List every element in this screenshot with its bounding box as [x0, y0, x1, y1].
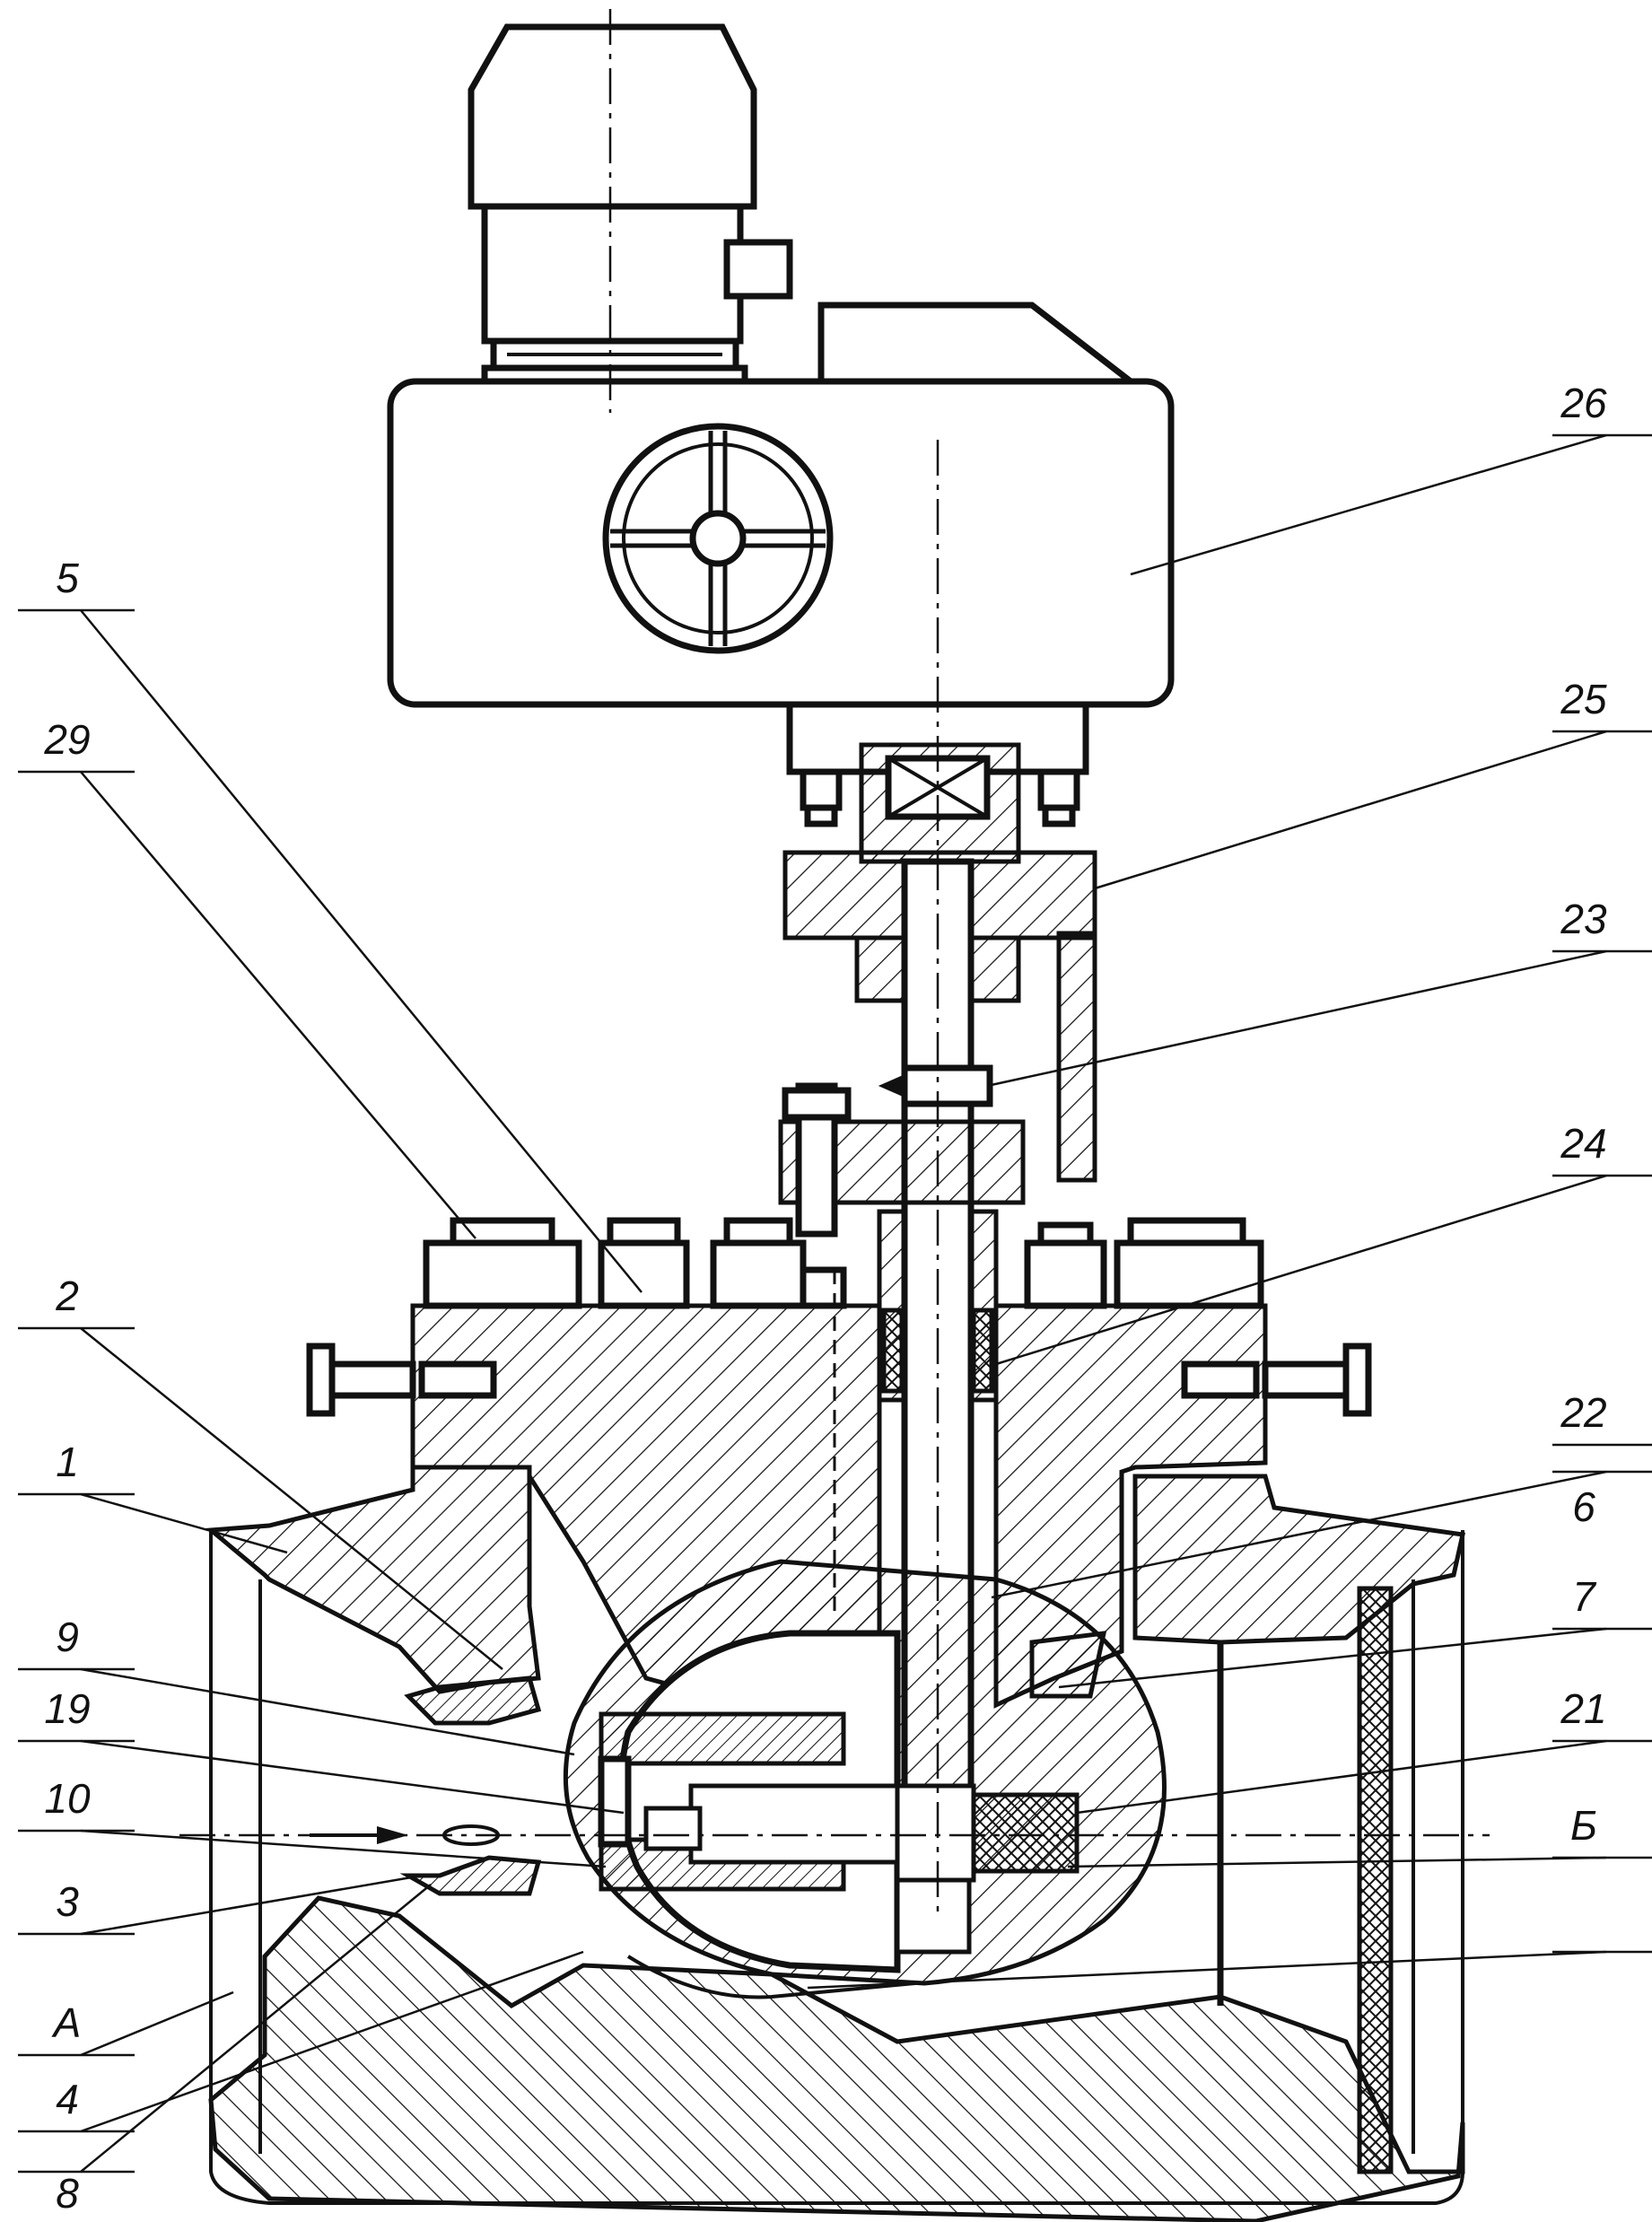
callout-5: 5: [56, 555, 79, 601]
callout-B: Б: [1570, 1802, 1597, 1849]
center-lines: [179, 9, 1490, 1920]
callout-3: 3: [56, 1878, 79, 1925]
handwheel: [602, 423, 834, 654]
callout-23: 23: [1560, 896, 1607, 942]
callout-A: А: [51, 1999, 82, 2046]
callout-26: 26: [1560, 380, 1607, 426]
callout-29: 29: [43, 716, 90, 763]
callout-24: 24: [1560, 1120, 1606, 1167]
callout-19: 19: [44, 1685, 90, 1732]
callout-4: 4: [56, 2076, 79, 2122]
side-screw-right: [1181, 1343, 1372, 1417]
leader-lines: [18, 433, 1652, 2174]
plug-assembly: [563, 1559, 1167, 1999]
callout-9: 9: [56, 1614, 79, 1660]
callout-1: 1: [56, 1439, 79, 1485]
studs-29: [423, 1217, 1264, 1309]
callout-25: 25: [1560, 676, 1607, 722]
callout-22: 22: [1560, 1389, 1606, 1436]
callout-labels: 26 25 23 24 22 6 7 21 Б 5 29 2 1 9 19 10…: [43, 380, 1607, 2217]
flow-arrow: [310, 1824, 500, 1846]
callout-2: 2: [55, 1273, 79, 1319]
valve-body-1: [205, 1465, 1466, 2222]
callout-10: 10: [44, 1775, 91, 1822]
callout-8: 8: [56, 2170, 79, 2217]
side-screw-left: [306, 1343, 497, 1417]
electric-actuator-26: [387, 302, 1175, 775]
callout-7: 7: [1572, 1573, 1596, 1620]
electric-motor: [468, 23, 793, 389]
callout-21: 21: [1560, 1685, 1606, 1732]
callout-6: 6: [1572, 1483, 1595, 1530]
